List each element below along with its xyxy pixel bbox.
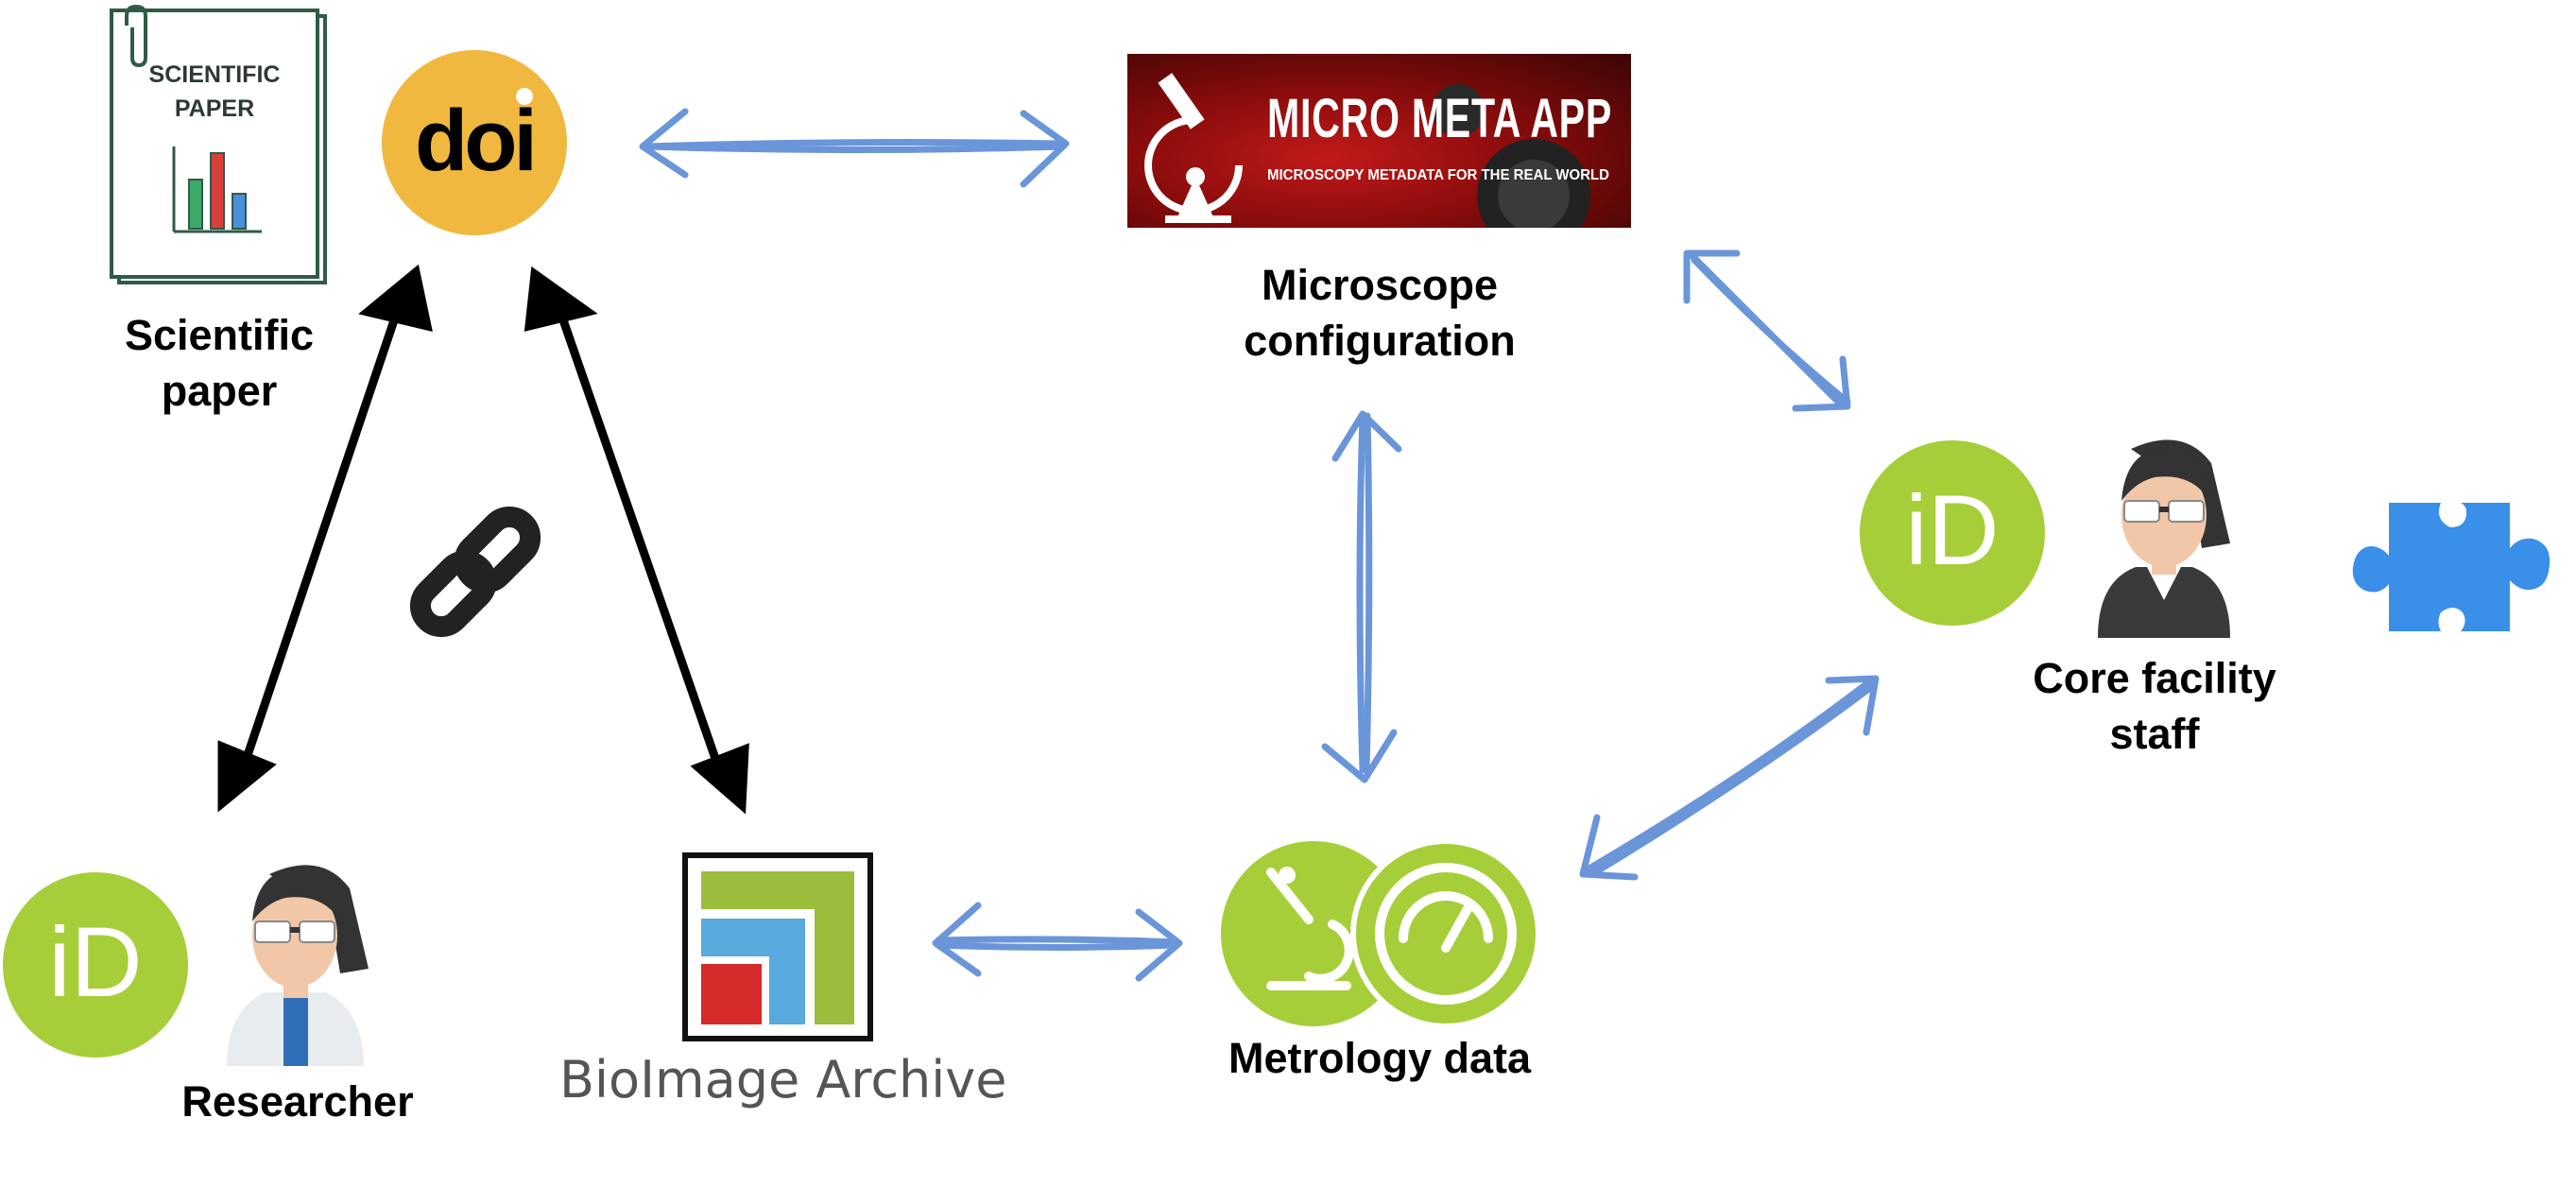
researcher-label: Researcher (181, 1077, 414, 1126)
blue-arrow-micrometa-metrology (1321, 410, 1402, 783)
bioimage-archive-label: BioImage Archive (559, 1050, 1007, 1109)
core-facility-label-line2: staff (2109, 710, 2200, 758)
paper-icon: SCIENTIFIC PAPER (110, 5, 327, 284)
micrometa-label-line2: configuration (1244, 317, 1516, 365)
svg-text:doi: doi (415, 93, 534, 189)
link-icon (409, 506, 541, 638)
paper-label-line2: paper (161, 367, 278, 415)
core-facility-label-line1: Core facility (2033, 654, 2276, 702)
metrology-icon (1221, 839, 1540, 1028)
blue-arrow-metrology-corefacility (1579, 675, 1880, 881)
svg-text:MICRO META APP: MICRO META APP (1267, 88, 1612, 149)
orcid-icon-researcher: iD (3, 872, 188, 1058)
svg-text:SCIENTIFIC: SCIENTIFIC (149, 61, 281, 88)
paper-label-line1: Scientific (124, 311, 315, 359)
black-arrow-doi-bioimage (524, 266, 749, 815)
doi-logo: doi (382, 50, 567, 235)
micrometa-label-line1: Microscope (1261, 261, 1499, 309)
paper-label: Scientific paper (106, 307, 333, 419)
core-facility-label: Core facility staff (2013, 650, 2296, 762)
svg-text:MICROSCOPY METADATA FOR THE RE: MICROSCOPY METADATA FOR THE REAL WORLD (1267, 167, 1609, 183)
bioimage-archive-logo (682, 852, 873, 1041)
microscope-logo-icon: MICRO META APP MICROSCOPY METADATA FOR T… (1144, 73, 1612, 228)
orcid-icon-core-facility: iD (1860, 440, 2045, 626)
scientist-icon-core-facility (2098, 439, 2230, 638)
blue-arrow-doi-micrometa (639, 108, 1070, 188)
svg-text:PAPER: PAPER (175, 95, 254, 122)
micrometa-label: Microscope configuration (1191, 257, 1569, 369)
blue-arrow-bioimage-metrology (932, 902, 1183, 982)
micrometa-logo: MICRO META APP MICROSCOPY METADATA FOR T… (1127, 54, 1631, 228)
black-arrow-doi-researcher (217, 264, 433, 813)
svg-text:iD: iD (48, 907, 142, 1018)
blue-arrow-micrometa-corefacility (1683, 249, 1851, 412)
metrology-label: Metrology data (1228, 1034, 1532, 1082)
svg-text:iD: iD (1905, 475, 1999, 586)
scientist-icon-researcher (227, 865, 369, 1066)
puzzle-icon (2352, 503, 2550, 631)
